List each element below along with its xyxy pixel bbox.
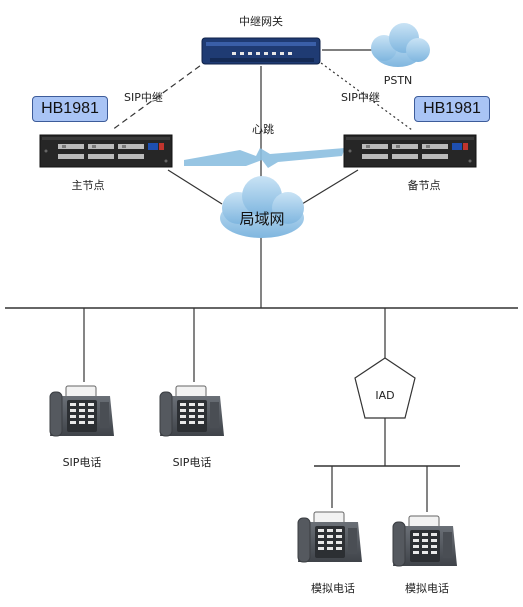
backup-node-badge: HB1981 bbox=[414, 96, 490, 122]
backup-node-device bbox=[343, 134, 477, 168]
sip-phone-1-icon bbox=[49, 385, 115, 437]
primary-node-badge: HB1981 bbox=[32, 96, 108, 122]
lan-cloud bbox=[220, 176, 304, 238]
gateway-label: 中继网关 bbox=[239, 15, 283, 28]
sip-phone-2-label: SIP电话 bbox=[172, 456, 212, 469]
analog-phone-1-icon bbox=[297, 511, 363, 563]
iad-pentagon bbox=[354, 357, 416, 419]
pstn-label: PSTN bbox=[383, 74, 413, 87]
analog-phone-2-label: 模拟电话 bbox=[405, 582, 449, 595]
primary-node-label: 主节点 bbox=[71, 179, 105, 192]
iad-label: IAD bbox=[375, 389, 395, 402]
pstn-cloud bbox=[371, 23, 430, 67]
heartbeat-arrow bbox=[184, 148, 345, 168]
primary-lan-link bbox=[167, 169, 223, 205]
backup-node-label: 备节点 bbox=[407, 179, 441, 192]
primary-node-device bbox=[39, 134, 173, 168]
backup-lan-link bbox=[301, 169, 359, 205]
analog-phone-1-label: 模拟电话 bbox=[311, 582, 355, 595]
analog-phone-2-icon bbox=[392, 515, 458, 567]
heartbeat-label: 心跳 bbox=[252, 123, 274, 136]
sip-phone-2-icon bbox=[159, 385, 225, 437]
sip-trunk-left-label: SIP中继 bbox=[124, 91, 163, 104]
trunk-gateway-device bbox=[201, 37, 321, 65]
sip-trunk-right-label: SIP中继 bbox=[341, 91, 380, 104]
lan-label: 局域网 bbox=[239, 210, 285, 228]
sip-phone-1-label: SIP电话 bbox=[62, 456, 102, 469]
